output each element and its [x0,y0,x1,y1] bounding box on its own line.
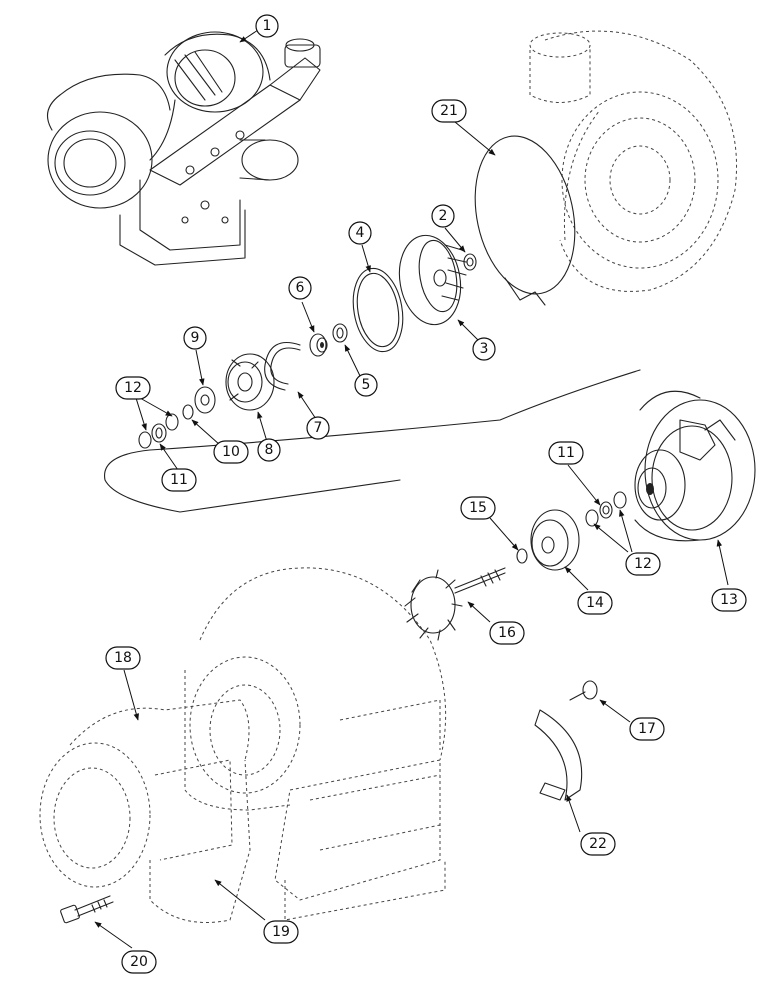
callout-12-left: 12 [115,376,151,400]
callout-7-label: 7 [314,420,323,436]
callout-16: 16 [489,621,525,645]
callout-13: 13 [711,588,747,612]
callout-13-label: 13 [720,592,738,608]
callout-12-right: 12 [625,552,661,576]
part-11-12-ring-set-right [585,491,627,527]
callout-6: 6 [288,276,312,300]
part-6-sleeve [309,333,328,357]
callout-10-label: 10 [222,444,240,460]
part-5-washer [332,323,348,343]
callout-18-label: 18 [114,650,132,666]
callout-12-left-label: 12 [124,380,142,396]
callout-6-label: 6 [296,280,305,296]
callout-1: 1 [255,14,279,38]
callout-15-label: 15 [469,500,487,516]
part-11-12-ring-set-left [138,413,179,449]
part-9-thrust-collar [194,386,216,414]
part-17-screw [569,680,598,701]
part-3-compressor-wheel [398,234,467,326]
callout-21: 21 [431,99,467,123]
turbine-outlet-elbow-ghost [39,699,251,923]
callout-4-label: 4 [356,225,365,241]
callout-14-label: 14 [586,595,604,611]
callout-11-left-label: 11 [170,472,188,488]
callout-19: 19 [263,920,299,944]
callout-8: 8 [257,438,281,462]
callout-21-label: 21 [440,103,458,119]
callout-12-right-label: 12 [634,556,652,572]
compressor-housing-ghost [529,30,738,292]
callout-9: 9 [183,326,207,350]
callout-9-label: 9 [191,330,200,346]
callout-3: 3 [472,337,496,361]
callout-22: 22 [580,832,616,856]
callout-7: 7 [306,416,330,440]
part-8-thrust-bearing [225,353,275,411]
callout-20-label: 20 [130,954,148,970]
callout-18: 18 [105,646,141,670]
callout-1-label: 1 [263,18,272,34]
callout-5: 5 [354,373,378,397]
callout-11-right: 11 [548,441,584,465]
part-10-washer [182,404,194,420]
callout-16-label: 16 [498,625,516,641]
callout-22-label: 22 [589,836,607,852]
callout-3-label: 3 [480,341,489,357]
part-14-bearing-housing-plate [530,509,580,571]
callout-17-label: 17 [638,721,656,737]
assembled-turbocharger [46,31,321,266]
callout-14: 14 [577,591,613,615]
callout-19-label: 19 [272,924,290,940]
callout-4: 4 [348,221,372,245]
callout-8-label: 8 [265,442,274,458]
callout-2: 2 [431,204,455,228]
part-13-center-housing [634,390,756,542]
callout-11-right-label: 11 [557,445,575,461]
callout-15: 15 [460,496,496,520]
part-15-seal-ring [516,548,528,564]
callout-5-label: 5 [362,377,371,393]
turbine-housing-ghost [184,567,447,921]
callout-2-label: 2 [439,208,448,224]
part-22-clamp-segment [534,709,583,801]
callout-10: 10 [213,440,249,464]
part-16-turbine-wheel-shaft [404,567,506,641]
callout-17: 17 [629,717,665,741]
leader-lines [94,29,729,949]
callout-20: 20 [121,950,157,974]
part-21-snap-ring [474,135,576,306]
callout-11-left: 11 [161,468,197,492]
part-20-bolt [60,895,114,924]
